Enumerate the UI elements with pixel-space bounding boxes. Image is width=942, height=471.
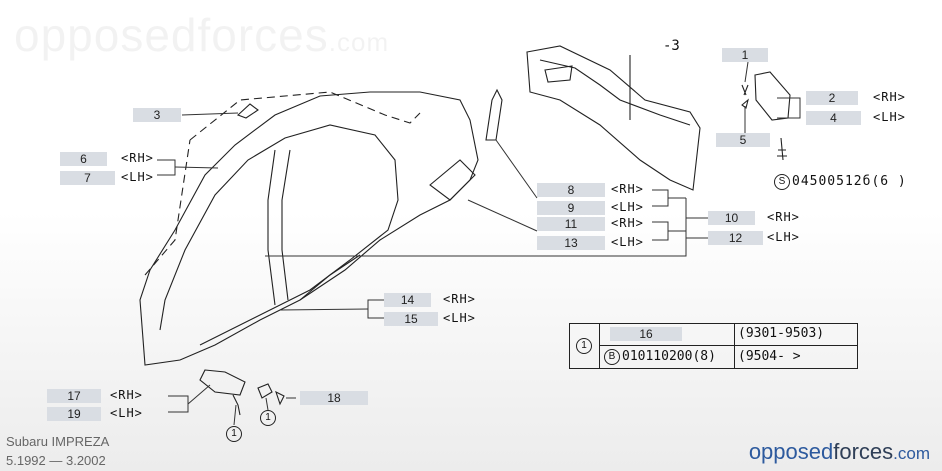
callout-12: 12 [708, 231, 763, 245]
callout-19: 19 [47, 407, 101, 421]
applicability-table: 1 16 (9301-9503) B 010110200(8) (9504- > [569, 323, 858, 369]
side-lh-12: <LH> [767, 230, 800, 244]
leader-lines [157, 61, 801, 426]
callout-2: 2 [806, 91, 858, 105]
brand-logo: opposedforces.com [748, 439, 930, 464]
side-lh-19: <LH> [110, 406, 143, 420]
callout-16: 16 [610, 327, 682, 341]
callout-13: 13 [537, 236, 605, 250]
callout-4: 4 [806, 111, 861, 125]
callout-1: 1 [722, 48, 768, 62]
callout-5: 5 [716, 133, 770, 147]
table-divider [734, 324, 735, 368]
side-rh-2: <RH> [873, 90, 906, 104]
bolt-symbol-s: S [774, 174, 790, 190]
ref-minus-3: -3 [663, 38, 680, 54]
side-rh-10: <RH> [767, 210, 800, 224]
side-rh-8: <RH> [611, 182, 644, 196]
table-row2-symbol: B [604, 349, 620, 365]
bolt-part-number: 04500512б(6 ) [792, 174, 907, 189]
callout-15: 15 [384, 312, 438, 326]
callout-3: 3 [133, 108, 181, 122]
table-row2-part: 010110200(8) [622, 349, 716, 364]
mark-circle-1a: 1 [226, 426, 242, 442]
lower-bracket-drawing [199, 369, 285, 416]
callout-11: 11 [537, 217, 605, 231]
callout-17: 17 [47, 389, 101, 403]
table-row-1: 16 (9301-9503) [600, 324, 857, 346]
side-lh-15: <LH> [443, 311, 476, 325]
table-symbol-1: 1 [576, 338, 592, 354]
side-lh-13: <LH> [611, 235, 644, 249]
table-row2-period: (9504- > [738, 349, 801, 364]
side-panel-drawing [139, 88, 503, 366]
side-rh-6: <RH> [121, 151, 154, 165]
watermark: opposedforces.com [14, 9, 390, 61]
callout-7: 7 [60, 171, 115, 185]
side-rh-11: <RH> [611, 216, 644, 230]
table-row1-period: (9301-9503) [738, 326, 825, 341]
side-lh-7: <LH> [121, 170, 154, 184]
callout-8: 8 [537, 183, 605, 197]
callout-18: 18 [300, 391, 368, 405]
callout-14: 14 [384, 293, 431, 307]
side-rh-17: <RH> [110, 388, 143, 402]
callout-9: 9 [537, 201, 605, 215]
rear-panel-drawing [526, 45, 701, 191]
side-rh-14: <RH> [443, 292, 476, 306]
callout-6: 6 [60, 152, 107, 166]
caption-model: Subaru IMPREZA [6, 434, 110, 449]
side-lh-9: <LH> [611, 200, 644, 214]
mark-circle-1b: 1 [260, 410, 276, 426]
callout-10: 10 [708, 211, 755, 225]
side-lh-4: <LH> [873, 110, 906, 124]
caption-period: 5.1992 — 3.2002 [6, 453, 106, 468]
table-symbol-cell: 1 [570, 324, 600, 368]
